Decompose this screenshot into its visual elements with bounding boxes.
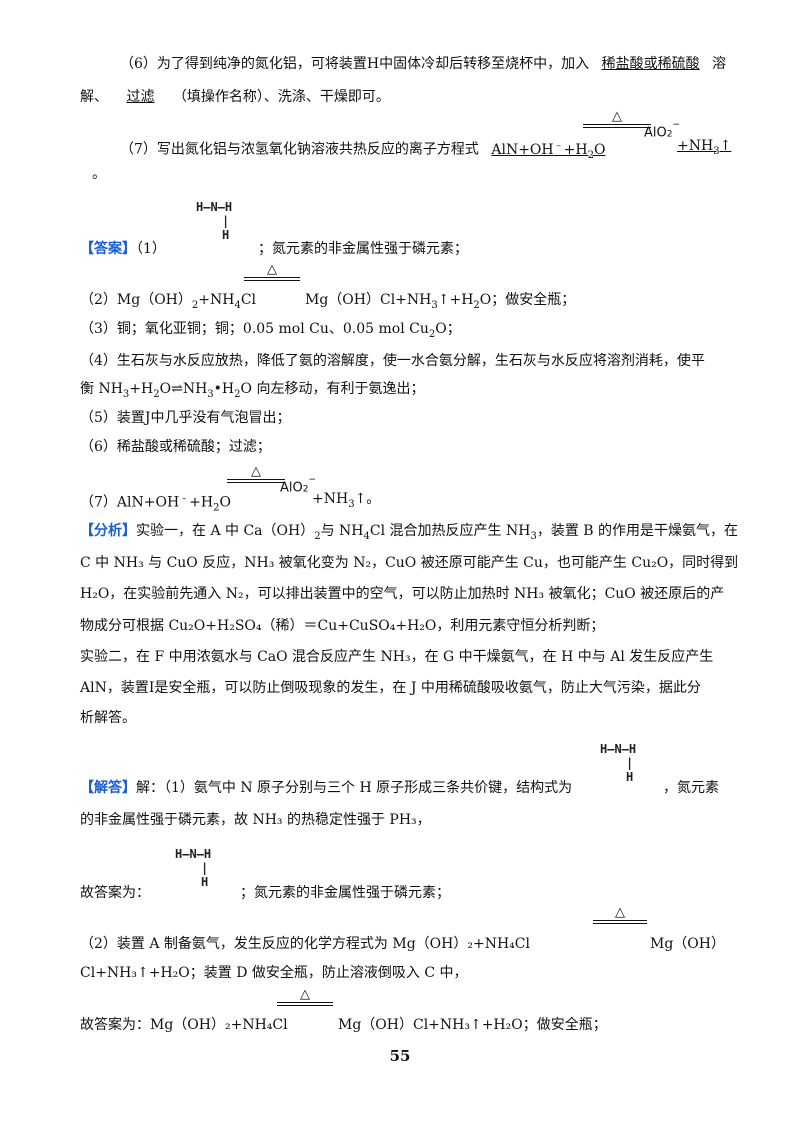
heat-condition-a2: △ <box>244 263 300 281</box>
answer-1-text: ；氮元素的非金属性强于磷元素； <box>258 241 468 257</box>
analysis-line2: C 中 NH₃ 与 CuO 反应，NH₃ 被氧化变为 N₂，CuO 被还原可能产… <box>80 555 739 571</box>
answer-7-left: （7）AlN+OH﹣+H2O <box>80 493 231 514</box>
q6-line2: 解、 过滤 （填操作名称）、洗涤、干燥即可。 <box>80 89 390 105</box>
page-number: 55 <box>389 1047 411 1065</box>
ammonia-structure-2: H—N—H | H <box>600 742 637 784</box>
answer-2-right: Mg（OH）Cl+NH3↑+H2O；做安全瓶； <box>305 292 576 311</box>
ammonia-structure-1: H—N—H | H <box>196 200 233 242</box>
heat-condition-s2: △ <box>593 906 647 924</box>
aluminate-ion-a7: AlO2− <box>280 475 317 496</box>
heat-condition-q7: △ <box>583 110 651 128</box>
q6-line1: （6）为了得到纯净的氮化铝，可将装置H中固体冷却后转移至烧杯中，加入 稀盐酸或稀… <box>120 56 727 72</box>
answer-7-right: +NH3↑。 <box>312 491 381 510</box>
answer-5: （5）装置J中几乎没有气泡冒出； <box>80 410 291 426</box>
analysis-line4: 物成分可根据 Cu₂O+H₂SO₄（稀）＝Cu+CuSO₄+H₂O，利用元素守恒… <box>80 618 605 634</box>
answer-tag: 【答案】 <box>80 241 136 257</box>
answer-4-line2: 衡 NH3+H2O⇌NH3•H2O 向左移动，有利于氨逸出； <box>80 381 425 400</box>
solution-line1: 【解答】解：（1）氨气中 N 原子分别与三个 H 原子形成三条共价键，结构式为 <box>80 780 573 796</box>
ammonia-structure-3: H—N—H | H <box>175 847 212 889</box>
solution-line5: Cl+NH₃↑+H₂O；装置 D 做安全瓶，防止溶液倒吸入 C 中， <box>80 965 468 981</box>
heat-condition-a7: △ <box>227 465 285 483</box>
analysis-line7: 析解答。 <box>80 710 136 726</box>
answer-3: （3）铜；氧化亚铜；铜；0.05 mol Cu、0.05 mol Cu2O； <box>80 321 461 340</box>
heat-condition-s3: △ <box>277 988 333 1006</box>
answer-6: （6）稀盐酸或稀硫酸；过滤； <box>80 439 271 455</box>
answer-line1: 【答案】（1） <box>80 241 166 257</box>
answer-2-left: （2）Mg（OH）2+NH4Cl <box>80 292 257 311</box>
q6-blank2: 过滤 <box>126 89 155 105</box>
analysis-line1: 【分析】实验一，在 A 中 Ca（OH）2与 NH4Cl 混合加热反应产生 NH… <box>80 523 739 542</box>
solution-line3b: ；氮元素的非金属性强于磷元素； <box>240 885 450 901</box>
aluminate-ion-q7: AlO2− <box>644 120 681 141</box>
solution-line4b: Mg（OH） <box>650 936 725 952</box>
analysis-tag: 【分析】 <box>80 523 136 539</box>
solution-line1-tail: ，氮元素 <box>663 780 719 796</box>
q7-line: （7）写出氮化铝与浓氢氧化钠溶液共热反应的离子方程式 AlN+OH﹣+H2O <box>120 140 606 161</box>
solution-line6b: Mg（OH）Cl+NH₃↑+H₂O；做安全瓶； <box>338 1017 607 1033</box>
q6-blank1: 稀盐酸或稀硫酸 <box>601 56 700 72</box>
solution-line3a: 故答案为： <box>80 885 150 901</box>
analysis-line6: AlN，装置Ⅰ是安全瓶，可以防止倒吸现象的发生，在 J 中用稀硫酸吸收氨气，防止… <box>80 680 701 696</box>
q7-end: 。 <box>92 166 106 182</box>
solution-line6a: 故答案为：Mg（OH）₂+NH₄Cl <box>80 1017 288 1033</box>
solution-line4a: （2）装置 A 制备氨气，发生反应的化学方程式为 Mg（OH）₂+NH₄Cl <box>80 936 530 952</box>
solution-tag: 【解答】 <box>80 780 136 796</box>
q7-products: +NH3↑ <box>677 138 732 157</box>
analysis-line5: 实验二，在 F 中用浓氨水与 CaO 混合反应产生 NH₃，在 G 中干燥氨气，… <box>80 649 714 665</box>
answer-4-line1: （4）生石灰与水反应放热，降低了氨的溶解度，使一水合氨分解，生石灰与水反应将溶剂… <box>80 353 705 369</box>
solution-line2: 的非金属性强于磷元素，故 NH₃ 的热稳定性强于 PH₃， <box>80 812 431 828</box>
analysis-line3: H₂O，在实验前先通入 N₂，可以排出装置中的空气，可以防止加热时 NH₃ 被氧… <box>80 586 725 602</box>
